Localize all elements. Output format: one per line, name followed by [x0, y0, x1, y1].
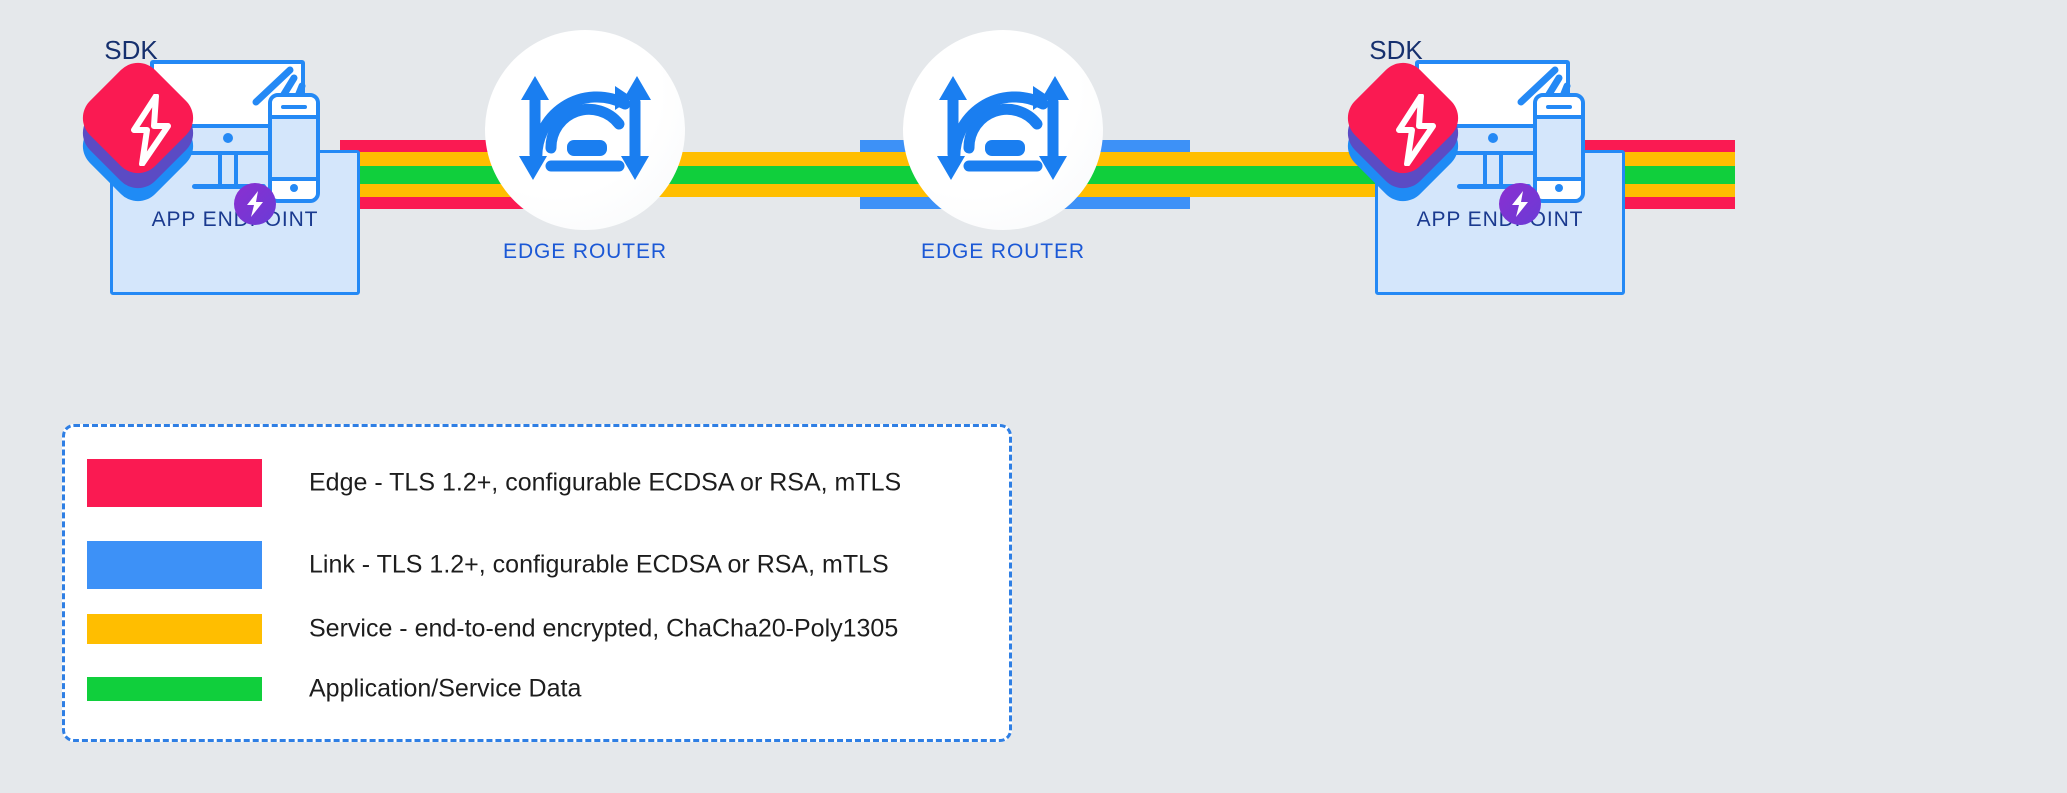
phone-earpiece: [272, 97, 316, 119]
monitor-stand: [1483, 155, 1503, 187]
endpoint-label-left: APP ENDPOINT: [151, 208, 319, 231]
legend-swatch-data: [87, 677, 262, 701]
edge-router-label-right: EDGE ROUTER: [921, 240, 1085, 263]
router-circle-left: [485, 30, 685, 230]
phone-earpiece: [1537, 97, 1581, 119]
sdk-label-right: SDK: [1369, 35, 1423, 65]
monitor-dot: [222, 133, 233, 143]
phone-speaker: [281, 105, 307, 109]
phone-home-button: [290, 184, 298, 192]
phone-home-button: [1555, 184, 1563, 192]
sdk-stack-left: [72, 52, 204, 212]
legend-label-service: Service - end-to-end encrypted, ChaCha20…: [309, 614, 899, 643]
badge-bolt-glyph: [1512, 191, 1528, 217]
phone-home-area: [1537, 177, 1581, 199]
monitor-foot: [192, 184, 266, 189]
sdk-stack-right: [1337, 52, 1469, 212]
ziti-badge-icon-right: [1499, 183, 1541, 225]
mobile-phone-icon: [268, 93, 320, 203]
endpoint-label-right: APP ENDPOINT: [1416, 208, 1584, 231]
band-service-bot: [600, 184, 870, 197]
monitor-dot: [1487, 133, 1498, 143]
badge-bolt-glyph: [247, 191, 263, 217]
edge-router-label-left: EDGE ROUTER: [503, 240, 667, 263]
legend-swatch-edge: [87, 459, 262, 507]
mobile-phone-icon: [1533, 93, 1585, 203]
legend-label-link: Link - TLS 1.2+, configurable ECDSA or R…: [309, 550, 889, 579]
router-circle-right: [903, 30, 1103, 230]
legend-panel: Edge - TLS 1.2+, configurable ECDSA or R…: [62, 424, 1012, 742]
lightning-bolt-icon: [1396, 94, 1436, 166]
phone-speaker: [1546, 105, 1572, 109]
legend-swatch-link: [87, 541, 262, 589]
router-arrows-icon: [937, 76, 1069, 180]
monitor-foot: [1457, 184, 1531, 189]
ziti-badge-icon-left: [234, 183, 276, 225]
router-arrows-icon: [519, 76, 651, 180]
device-group-right: [1415, 60, 1655, 203]
device-group-left: [150, 60, 390, 203]
legend-label-edge: Edge - TLS 1.2+, configurable ECDSA or R…: [309, 468, 902, 497]
monitor-stand: [218, 155, 238, 187]
lightning-bolt-icon: [131, 94, 171, 166]
sdk-label-left: SDK: [104, 35, 158, 65]
legend-swatch-service: [87, 614, 262, 644]
phone-home-area: [272, 177, 316, 199]
legend-label-data: Application/Service Data: [309, 674, 582, 703]
